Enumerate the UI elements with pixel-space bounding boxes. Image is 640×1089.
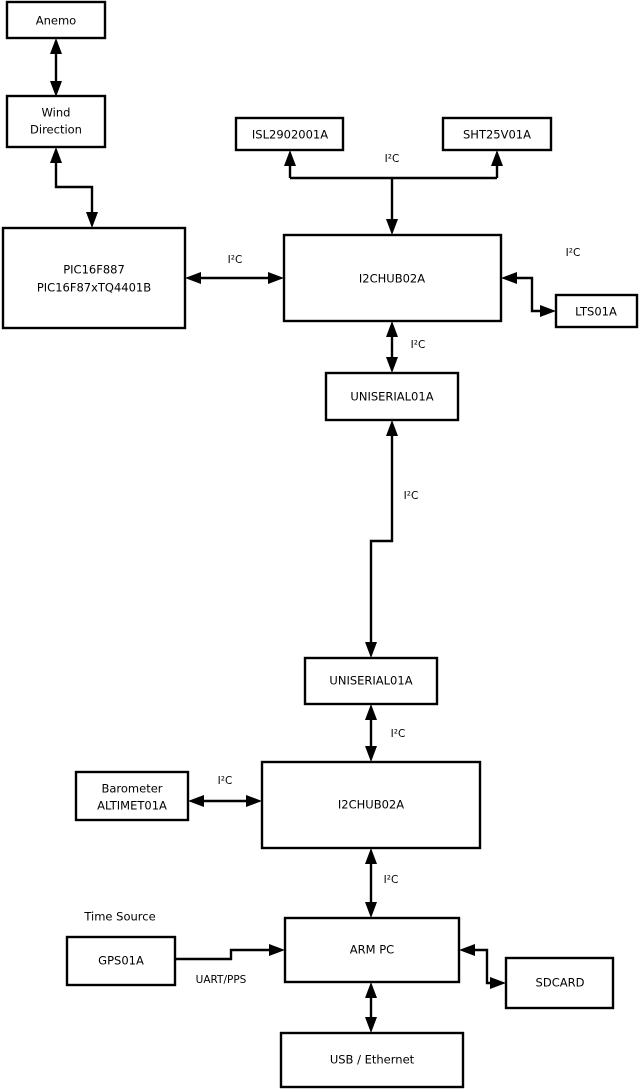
- node-isl2902001a[interactable]: ISL2902001A: [234, 116, 345, 152]
- node-anemo-box[interactable]: [5, 0, 107, 40]
- connection-label-gps-arm: UART/PPS: [196, 974, 247, 986]
- connector-pic-hub-top: [185, 272, 284, 284]
- node-sdcard-box[interactable]: [504, 956, 615, 1010]
- node-pic-label-line1: PIC16F887: [63, 263, 125, 277]
- node-hub-top-label: I2CHUB02A: [359, 272, 425, 286]
- connector-hub-bottom-arm-pc: [365, 848, 377, 918]
- connection-label-uniserial-hub-bottom: I²C: [391, 728, 406, 740]
- node-i2chub02a-bottom[interactable]: I2CHUB02A: [260, 760, 482, 850]
- connector-hub-top-uniserial-top: [386, 321, 398, 373]
- connector-arm-pc-sdcard: [459, 944, 506, 989]
- connection-label-hub-arm: I²C: [384, 874, 399, 886]
- node-barometer-box[interactable]: [74, 770, 190, 822]
- arrow-head-up-icon: [284, 150, 296, 166]
- connection-label-isl-sht-bus: I²C: [385, 153, 400, 165]
- node-pic-box[interactable]: [1, 226, 187, 330]
- arrow-head-down-icon: [365, 746, 377, 762]
- node-barometer[interactable]: Barometer ALTIMET01A: [74, 770, 190, 822]
- arrow-head-up-icon: [50, 147, 62, 163]
- node-arm-pc[interactable]: ARM PC: [283, 916, 461, 984]
- arrow-head-up-icon: [365, 704, 377, 720]
- node-sht-box[interactable]: [441, 116, 553, 152]
- arrow-head-left-icon: [459, 944, 475, 956]
- node-wind-direction-label-line2: Direction: [30, 123, 82, 137]
- node-lts01a[interactable]: LTS01A: [554, 293, 639, 329]
- arrow-head-up-icon: [386, 420, 398, 436]
- arrow-head-up-icon: [491, 150, 503, 166]
- node-sdcard-label: SDCARD: [536, 976, 585, 990]
- connector-hub-top-sensors: [284, 150, 503, 235]
- node-barometer-label-line2: ALTIMET01A: [97, 799, 167, 813]
- node-hub-bottom-label: I2CHUB02A: [338, 798, 404, 812]
- node-uniserial01a-top[interactable]: UNISERIAL01A: [324, 371, 460, 422]
- node-hub-top-box[interactable]: [282, 233, 503, 323]
- node-anemo[interactable]: Anemo: [5, 0, 107, 40]
- node-uniserial-bottom-label: UNISERIAL01A: [329, 674, 412, 688]
- arrow-head-right-icon: [540, 305, 556, 317]
- node-anemo-label: Anemo: [36, 14, 76, 28]
- node-gps01a[interactable]: GPS01A: [65, 935, 177, 987]
- node-barometer-label-line1: Barometer: [101, 782, 162, 796]
- connection-label-uniserial-link: I²C: [404, 490, 419, 502]
- connector-uniserial-bottom-hub-bottom: [365, 704, 377, 762]
- node-arm-pc-label: ARM PC: [350, 943, 394, 957]
- node-pic-microcontroller[interactable]: PIC16F887 PIC16F87xTQ4401B: [1, 226, 187, 330]
- connector-wind-direction-pic: [50, 147, 98, 228]
- node-usb-ethernet-label: USB / Ethernet: [330, 1053, 415, 1067]
- arrow-head-left-icon: [501, 272, 517, 284]
- node-uniserial-top-box[interactable]: [324, 371, 460, 422]
- node-uniserial-bottom-box[interactable]: [303, 656, 439, 706]
- connection-label-hub-uniserial: I²C: [411, 339, 426, 351]
- node-usb-ethernet[interactable]: USB / Ethernet: [279, 1031, 465, 1089]
- node-usb-ethernet-box[interactable]: [279, 1031, 465, 1089]
- arrow-head-down-icon: [386, 219, 398, 235]
- label-time-source: Time Source: [83, 910, 155, 924]
- connector-anemo-wind-direction: [50, 38, 62, 97]
- node-wind-direction-box[interactable]: [5, 94, 107, 149]
- connection-label-hub-lts: I²C: [566, 247, 581, 259]
- node-gps-label: GPS01A: [98, 954, 144, 968]
- connector-uniserial-top-uniserial-bottom: [365, 420, 398, 658]
- arrow-head-right-icon: [269, 944, 285, 956]
- node-pic-label-line2: PIC16F87xTQ4401B: [37, 281, 151, 295]
- arrow-head-down-icon: [86, 212, 98, 228]
- node-hub-bottom-box[interactable]: [260, 760, 482, 850]
- arrow-head-up-icon: [365, 982, 377, 998]
- node-uniserial01a-bottom[interactable]: UNISERIAL01A: [303, 656, 439, 706]
- node-i2chub02a-top[interactable]: I2CHUB02A: [282, 233, 503, 323]
- arrow-head-right-icon: [268, 272, 284, 284]
- connector-barometer-hub-bottom: [188, 795, 262, 807]
- node-gps-box[interactable]: [65, 935, 177, 987]
- arrow-head-up-icon: [386, 321, 398, 337]
- node-wind-direction[interactable]: Wind Direction: [5, 94, 107, 149]
- connector-arm-pc-usb-ethernet: [365, 982, 377, 1033]
- node-lts-box[interactable]: [554, 293, 639, 329]
- arrow-head-up-icon: [365, 848, 377, 864]
- node-sht-label: SHT25V01A: [463, 128, 531, 142]
- arrow-head-up-icon: [50, 38, 62, 54]
- arrow-head-down-icon: [386, 357, 398, 373]
- arrow-head-left-icon: [185, 272, 201, 284]
- connector-gps-arm-pc: [175, 944, 285, 961]
- node-uniserial-top-label: UNISERIAL01A: [350, 390, 433, 404]
- node-sht25v01a[interactable]: SHT25V01A: [441, 116, 553, 152]
- node-isl-label: ISL2902001A: [252, 128, 328, 142]
- node-lts-label: LTS01A: [575, 305, 617, 319]
- connection-label-barometer-hub: I²C: [218, 775, 233, 787]
- arrow-head-down-icon: [50, 81, 62, 97]
- arrow-head-down-icon: [365, 642, 377, 658]
- connection-label-pic-hub: I²C: [228, 254, 243, 266]
- node-isl-box[interactable]: [234, 116, 345, 152]
- arrow-head-right-icon: [246, 795, 262, 807]
- node-sdcard[interactable]: SDCARD: [504, 956, 615, 1010]
- arrow-head-down-icon: [365, 902, 377, 918]
- node-wind-direction-label-line1: Wind: [42, 106, 71, 120]
- arrow-head-down-icon: [365, 1017, 377, 1033]
- arrow-head-right-icon: [490, 977, 506, 989]
- arrow-head-left-icon: [188, 795, 204, 807]
- connector-hub-top-lts: [501, 272, 556, 317]
- node-arm-pc-box[interactable]: [283, 916, 461, 984]
